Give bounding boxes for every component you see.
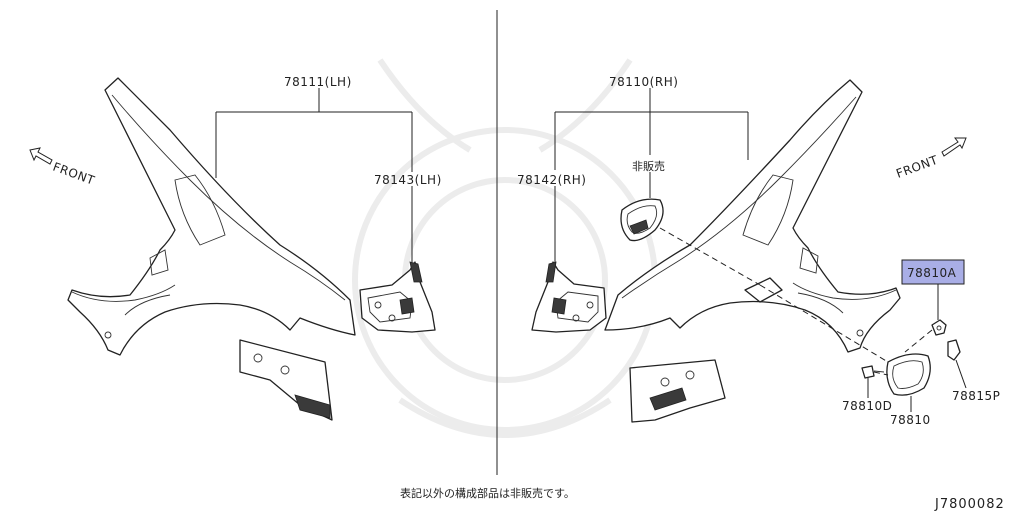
label-78810d: 78810D (842, 399, 892, 413)
front-arrow-right: FRONT (894, 137, 967, 181)
bolt-78810a (931, 319, 947, 336)
label-78110: 78110(RH) (609, 75, 678, 89)
front-label-right: FRONT (894, 153, 940, 181)
label-78815p: 78815P (952, 389, 1000, 403)
label-78143: 78143(LH) (374, 173, 442, 187)
quarter-panel-rh (604, 79, 901, 423)
screw-78810d (861, 365, 885, 379)
fuel-filler-lid (886, 353, 931, 396)
highlight-box[interactable] (901, 259, 965, 285)
diagram-code: J7800082 (934, 497, 1005, 511)
label-78810: 78810 (890, 413, 931, 427)
dashed-guides (659, 227, 933, 376)
highlight-78810a[interactable]: 78810A (901, 259, 965, 285)
lid-hinge-78815p (947, 339, 961, 361)
label-78111: 78111(LH) (284, 75, 352, 89)
watermark-emblem (352, 58, 658, 438)
front-arrow-left: FRONT (29, 147, 97, 188)
extension-bracket-lh (359, 261, 436, 333)
leaders-right (554, 88, 967, 412)
label-not-sold: 非販売 (632, 160, 665, 173)
leaders-left (215, 88, 413, 262)
quarter-panel-lh (67, 77, 356, 421)
label-78142: 78142(RH) (517, 173, 586, 187)
front-label-left: FRONT (51, 160, 97, 188)
filler-base-ring (620, 198, 664, 242)
label-78810a[interactable]: 78810A (907, 266, 957, 280)
footer-note: 表記以外の構成部品は非販売です。 (400, 486, 575, 500)
extension-bracket-rh (531, 261, 607, 333)
